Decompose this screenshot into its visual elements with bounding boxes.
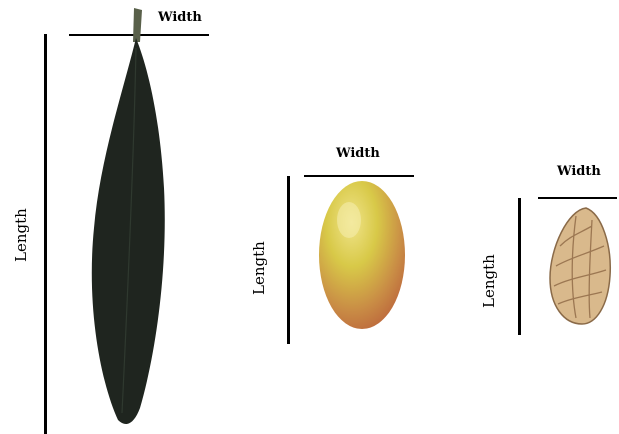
olive-fruit-image (316, 178, 408, 332)
stone-length-line (518, 198, 521, 335)
stone-width-line (538, 197, 617, 199)
fruit-length-label: Length (250, 241, 268, 295)
fruit-width-line (304, 175, 414, 177)
stone-body (550, 208, 610, 324)
fruit-width-label: Width (336, 146, 380, 161)
leaf-blade (92, 38, 165, 424)
fruit-highlight (337, 202, 361, 238)
fruit-length-line (287, 176, 290, 344)
stone-length-label: Length (480, 254, 498, 308)
stone-width-label: Width (557, 164, 601, 179)
olive-stone-image (546, 206, 614, 326)
olive-leaf-image (76, 8, 186, 428)
leaf-length-label: Length (12, 208, 30, 262)
fruit-body (319, 181, 405, 329)
leaf-length-line (44, 34, 47, 434)
leaf-petiole (133, 8, 142, 42)
